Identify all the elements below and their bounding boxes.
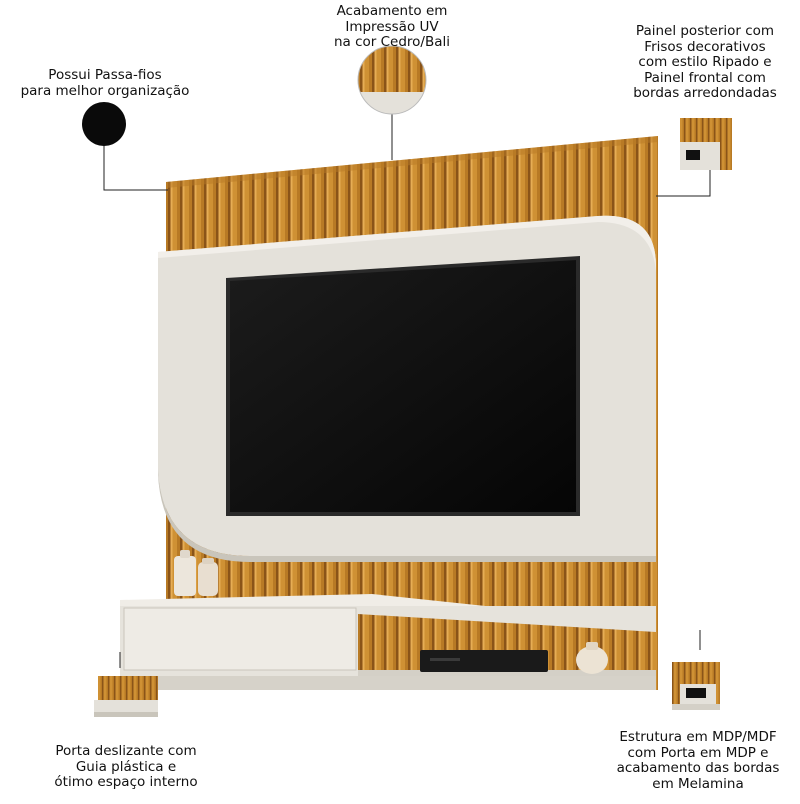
callout-line: em Melamina: [652, 775, 744, 792]
media-console: [120, 594, 656, 690]
callout-line: Estrutura em MDP/MDF: [619, 729, 777, 745]
callout-line: Impressão UV: [345, 18, 439, 35]
callout-line: Acabamento em: [336, 3, 448, 19]
callout-line: ótimo espaço interno: [54, 774, 198, 790]
callout-acabamento: Acabamento em Impressão UV na cor Cedro/…: [312, 3, 472, 51]
passa-fios-detail: [82, 102, 126, 146]
callout-line: Frisos decorativos: [644, 38, 766, 55]
callout-line: na cor Cedro/Bali: [333, 34, 451, 50]
callout-line: para melhor organização: [20, 82, 190, 99]
uv-finish-detail: [357, 45, 427, 115]
callout-line: com estilo Ripado e: [638, 54, 772, 70]
callout-line: bordas arredondadas: [633, 85, 777, 101]
callout-estrutura: Estrutura em MDP/MDF com Porta em MDP e …: [600, 729, 796, 792]
callout-line: Possui Passa-fios: [48, 67, 162, 83]
callout-line: Painel frontal com: [644, 69, 766, 86]
panel-edge-detail: [680, 118, 732, 170]
television: [226, 256, 580, 516]
callout-painel: Painel posterior com Frisos decorativos …: [612, 23, 798, 102]
callout-line: Painel posterior com: [635, 23, 775, 39]
leader-lines: [103, 114, 711, 668]
callout-line: com Porta em MDP e: [627, 744, 769, 761]
sliding-door-detail: [94, 676, 158, 717]
callout-line: Guia plástica e: [75, 758, 177, 775]
callout-line: acabamento das bordas: [616, 760, 780, 776]
callout-line: Porta deslizante com: [55, 743, 197, 759]
callout-porta: Porta deslizante com Guia plástica e óti…: [36, 743, 216, 791]
structure-detail: [672, 662, 720, 710]
decor-vases: [174, 550, 218, 596]
callout-passa-fios: Possui Passa-fios para melhor organizaçã…: [10, 67, 200, 99]
